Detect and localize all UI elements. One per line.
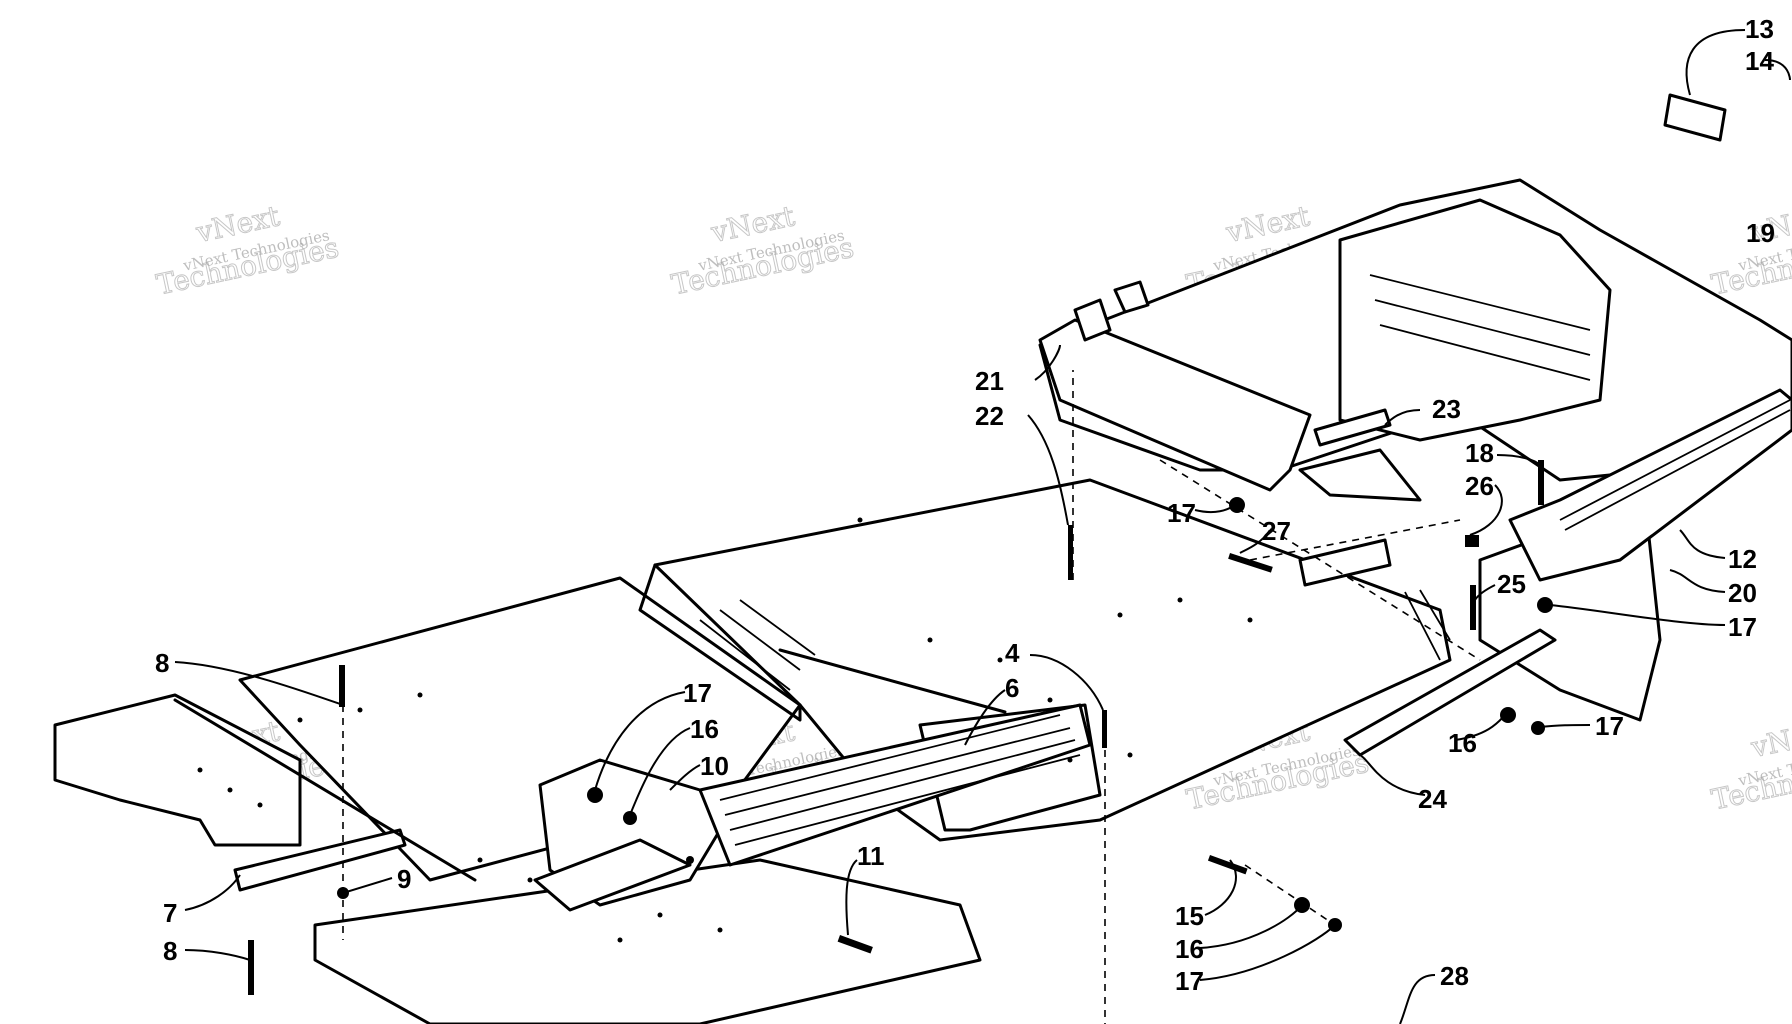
rear-frame <box>1038 93 1792 757</box>
callout-10: 10 <box>700 751 729 781</box>
callout-12: 12 <box>1728 544 1757 574</box>
bolt-27 <box>1228 553 1273 573</box>
callout-17-right-lower: 17 <box>1595 711 1624 741</box>
nut-17-right-lower <box>1531 721 1545 735</box>
watermark-1: vNext vNext Technologies Technologies <box>153 199 342 302</box>
callout-15: 15 <box>1175 901 1204 931</box>
watermark-text: Technologies <box>154 231 342 302</box>
callout-11: 11 <box>857 841 885 871</box>
bolt-15 <box>1207 855 1248 875</box>
callout-16-lower: 16 <box>1175 934 1204 964</box>
bolt-8-upper <box>339 665 345 707</box>
callout-23: 23 <box>1432 394 1461 424</box>
callout-8-upper: 8 <box>155 648 169 678</box>
callout-21: 21 <box>975 366 1004 396</box>
center-spring-assembly <box>533 703 1092 912</box>
bolt-25 <box>1470 585 1476 630</box>
callout-14: 14 <box>1745 46 1774 76</box>
pin-22 <box>1068 525 1073 580</box>
bolt-4 <box>1102 710 1107 748</box>
callout-22: 22 <box>975 401 1004 431</box>
bolt-8-lower <box>248 940 254 995</box>
rivet-holes <box>197 517 1253 943</box>
callout-28: 28 <box>1440 961 1469 991</box>
washer-16-right <box>1500 707 1516 723</box>
watermark-2: vNext vNext Technologies Technologies <box>668 199 857 302</box>
block-26 <box>1465 535 1479 547</box>
callout-17-rear: 17 <box>1167 498 1196 528</box>
callout-19: 19 <box>1746 218 1775 248</box>
nut-17 <box>587 787 603 803</box>
callout-20: 20 <box>1728 578 1757 608</box>
callout-4: 4 <box>1005 638 1020 668</box>
nut-17-right <box>1537 597 1553 613</box>
callout-9: 9 <box>397 864 411 894</box>
callout-8-lower: 8 <box>163 936 177 966</box>
callout-18: 18 <box>1465 438 1494 468</box>
callout-16-center: 16 <box>690 714 719 744</box>
callout-24: 24 <box>1418 784 1447 814</box>
fasteners <box>248 370 1553 1024</box>
nut-17-rear <box>1229 497 1245 513</box>
callout-labels: 13 14 19 21 22 23 18 26 17 27 12 20 17 2… <box>155 14 1775 996</box>
leader-lines <box>174 29 1791 1024</box>
watermark-8: vNext vNext Technologies Technologies <box>1708 714 1792 817</box>
bolt-18 <box>1538 460 1544 505</box>
bracket-7 <box>173 698 477 892</box>
bolt-11 <box>837 935 873 954</box>
callout-7: 7 <box>163 898 177 928</box>
callout-26: 26 <box>1465 471 1494 501</box>
watermark-text: Technologies <box>669 231 857 302</box>
callout-6: 6 <box>1005 673 1019 703</box>
callout-17-right: 17 <box>1728 612 1757 642</box>
callout-13: 13 <box>1745 14 1774 44</box>
callout-16-right: 16 <box>1448 728 1477 758</box>
callout-17-center: 17 <box>683 678 712 708</box>
washer-16 <box>623 811 637 825</box>
callout-27: 27 <box>1262 516 1291 546</box>
callout-17-lower: 17 <box>1175 966 1204 996</box>
callout-25: 25 <box>1497 569 1526 599</box>
watermark-text: vNext <box>1748 714 1792 764</box>
